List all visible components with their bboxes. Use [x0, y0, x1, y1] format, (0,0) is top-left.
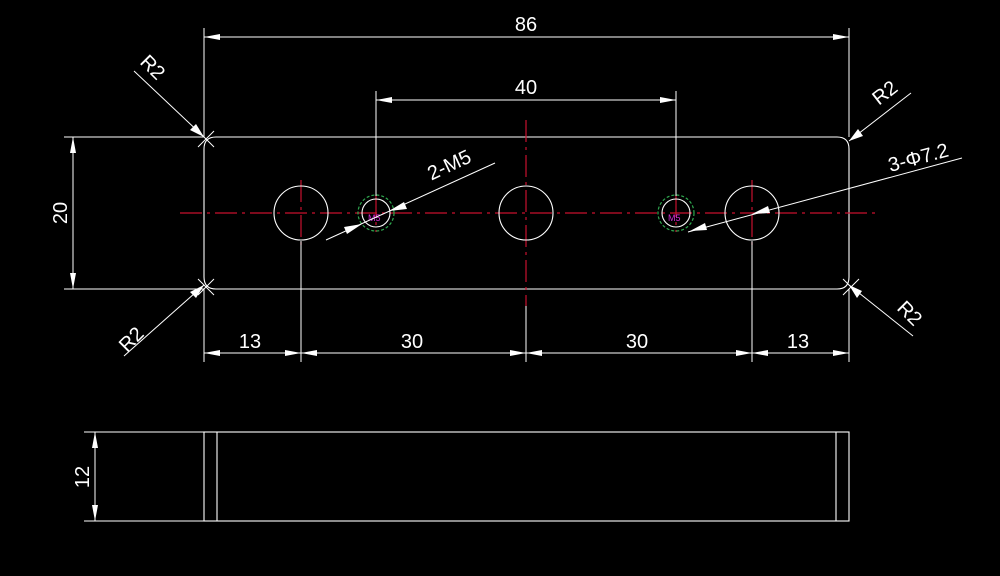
radius-callout-bottom-right: R2 — [842, 278, 926, 337]
dimension-hole-pitch: 40 — [375, 77, 677, 196]
plate-outline — [203, 136, 850, 290]
tapped-hole-right: M5 — [657, 194, 695, 232]
radius-label-bottom-left: R2 — [115, 323, 149, 357]
side-view: 12 — [72, 431, 850, 522]
dim-label-30-right: 30 — [626, 331, 648, 353]
callout-2-m5: 2-M5 — [424, 146, 475, 185]
dim-label-20: 20 — [50, 202, 72, 224]
top-view: M5 M5 86 40 — [50, 14, 963, 362]
leader-through-holes: 3-Φ7.2 — [687, 140, 963, 233]
callout-3-phi-7-2: 3-Φ7.2 — [886, 140, 951, 177]
dim-label-30-left: 30 — [401, 331, 423, 353]
dimension-hole-positions: 13 30 30 13 — [203, 241, 850, 362]
through-hole-left — [273, 185, 329, 241]
dim-label-86: 86 — [515, 14, 537, 36]
radius-label-bottom-right: R2 — [892, 297, 926, 331]
dimension-width: 20 — [50, 136, 204, 290]
through-hole-center — [498, 185, 554, 241]
side-outline — [203, 431, 850, 522]
radius-callout-bottom-left: R2 — [115, 278, 215, 357]
leader-tapped-holes: 2-M5 — [325, 146, 496, 241]
tap-mark-right: M5 — [668, 213, 681, 223]
radius-callout-top-right: R2 — [848, 77, 912, 142]
dim-label-40: 40 — [515, 77, 537, 99]
radius-label-top-left: R2 — [135, 51, 169, 85]
radius-label-top-right: R2 — [868, 77, 902, 110]
radius-callout-top-left: R2 — [133, 51, 215, 148]
dimension-thickness: 12 — [72, 431, 204, 522]
dim-label-13-left: 13 — [239, 331, 261, 353]
dim-label-12: 12 — [72, 466, 94, 488]
through-hole-right — [724, 185, 780, 241]
dim-label-13-right: 13 — [787, 331, 809, 353]
dimension-overall-length: 86 — [203, 14, 850, 137]
